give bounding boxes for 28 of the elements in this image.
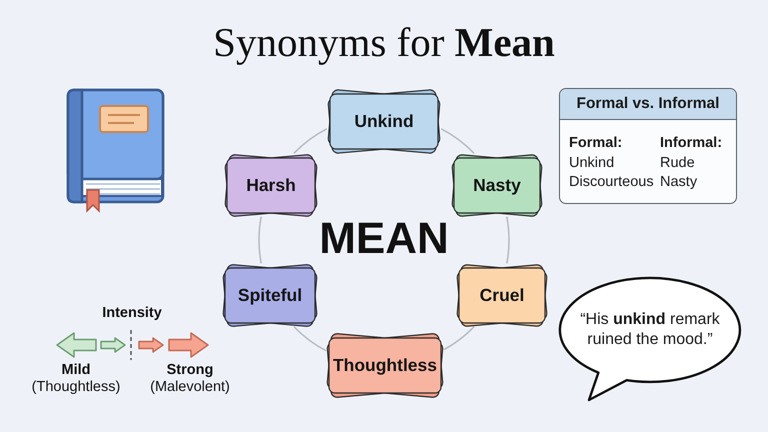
panel-header: Formal vs. Informal bbox=[560, 89, 736, 120]
scale-end-label: Mild bbox=[62, 361, 90, 379]
title: Synonyms for Mean bbox=[213, 19, 555, 65]
synonym-word: Unkind bbox=[354, 110, 414, 132]
synonym-word: Thoughtless bbox=[332, 354, 438, 376]
connector-arc bbox=[506, 216, 510, 264]
table-entry: Discourteous bbox=[569, 173, 654, 191]
connector-arc bbox=[258, 216, 262, 264]
connector-arc bbox=[293, 326, 326, 352]
column-heading: Informal: bbox=[660, 134, 722, 152]
synonym-word: Nasty bbox=[473, 174, 521, 196]
example-word: (Thoughtless) bbox=[32, 378, 120, 396]
center-word: MEAN bbox=[319, 215, 449, 263]
scale-heading: Intensity bbox=[102, 304, 162, 322]
scale-end-label: Strong bbox=[166, 361, 214, 379]
table-entry: Unkind bbox=[569, 154, 614, 172]
connector-arc bbox=[293, 128, 328, 154]
column-heading: Formal: bbox=[569, 134, 622, 152]
comparison-panel bbox=[559, 88, 737, 204]
connector-arc bbox=[444, 326, 475, 350]
quote-text: “His unkind remark ruined the mood.” bbox=[579, 310, 721, 350]
table-entry: Rude bbox=[660, 154, 695, 172]
example-word: (Malevolent) bbox=[150, 378, 230, 396]
synonym-word: Cruel bbox=[480, 284, 524, 306]
synonym-word: Spiteful bbox=[238, 284, 302, 306]
table-entry: Nasty bbox=[660, 173, 698, 191]
connector-arc bbox=[440, 128, 475, 154]
synonym-word: Harsh bbox=[246, 174, 296, 196]
